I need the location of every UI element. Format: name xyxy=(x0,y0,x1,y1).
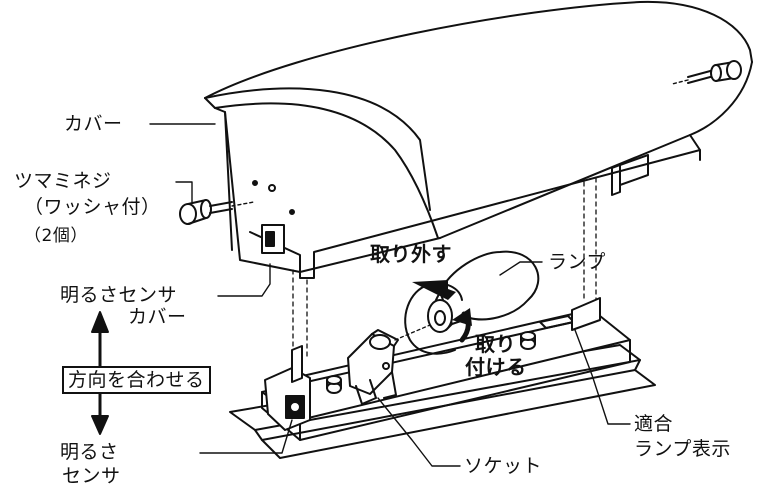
label-knob-screw: ツマミネジ xyxy=(14,170,112,192)
direction-arrows xyxy=(91,311,109,435)
label-cover: カバー xyxy=(64,113,123,135)
label-count: （2個） xyxy=(24,226,88,246)
label-washer: （ワッシャ付） xyxy=(24,196,161,218)
knob-screw-left xyxy=(179,199,255,225)
label-attach-1: 取り xyxy=(475,332,516,356)
socket xyxy=(347,329,399,405)
base-plate xyxy=(229,297,656,459)
lamp xyxy=(394,250,540,341)
label-sensor-cover-2: カバー xyxy=(128,306,187,328)
label-attach-2: 付ける xyxy=(465,355,527,379)
label-sensor-cover-1: 明るさセンサ xyxy=(60,284,178,306)
cover-housing xyxy=(204,0,753,279)
label-sensor-2: センサ xyxy=(62,465,121,487)
label-socket: ソケット xyxy=(464,455,543,477)
sensor xyxy=(264,345,311,431)
label-sensor-1: 明るさ xyxy=(60,441,119,463)
knob-screw-right xyxy=(671,60,742,85)
rotation-arrows xyxy=(404,280,472,355)
label-compatible-1: 適合 xyxy=(634,413,674,435)
label-lamp: ランプ xyxy=(548,251,606,273)
label-align-box: 方向を合わせる xyxy=(62,366,211,394)
label-remove: 取り外す xyxy=(370,242,452,266)
label-compatible-2: ランプ表示 xyxy=(634,438,731,460)
